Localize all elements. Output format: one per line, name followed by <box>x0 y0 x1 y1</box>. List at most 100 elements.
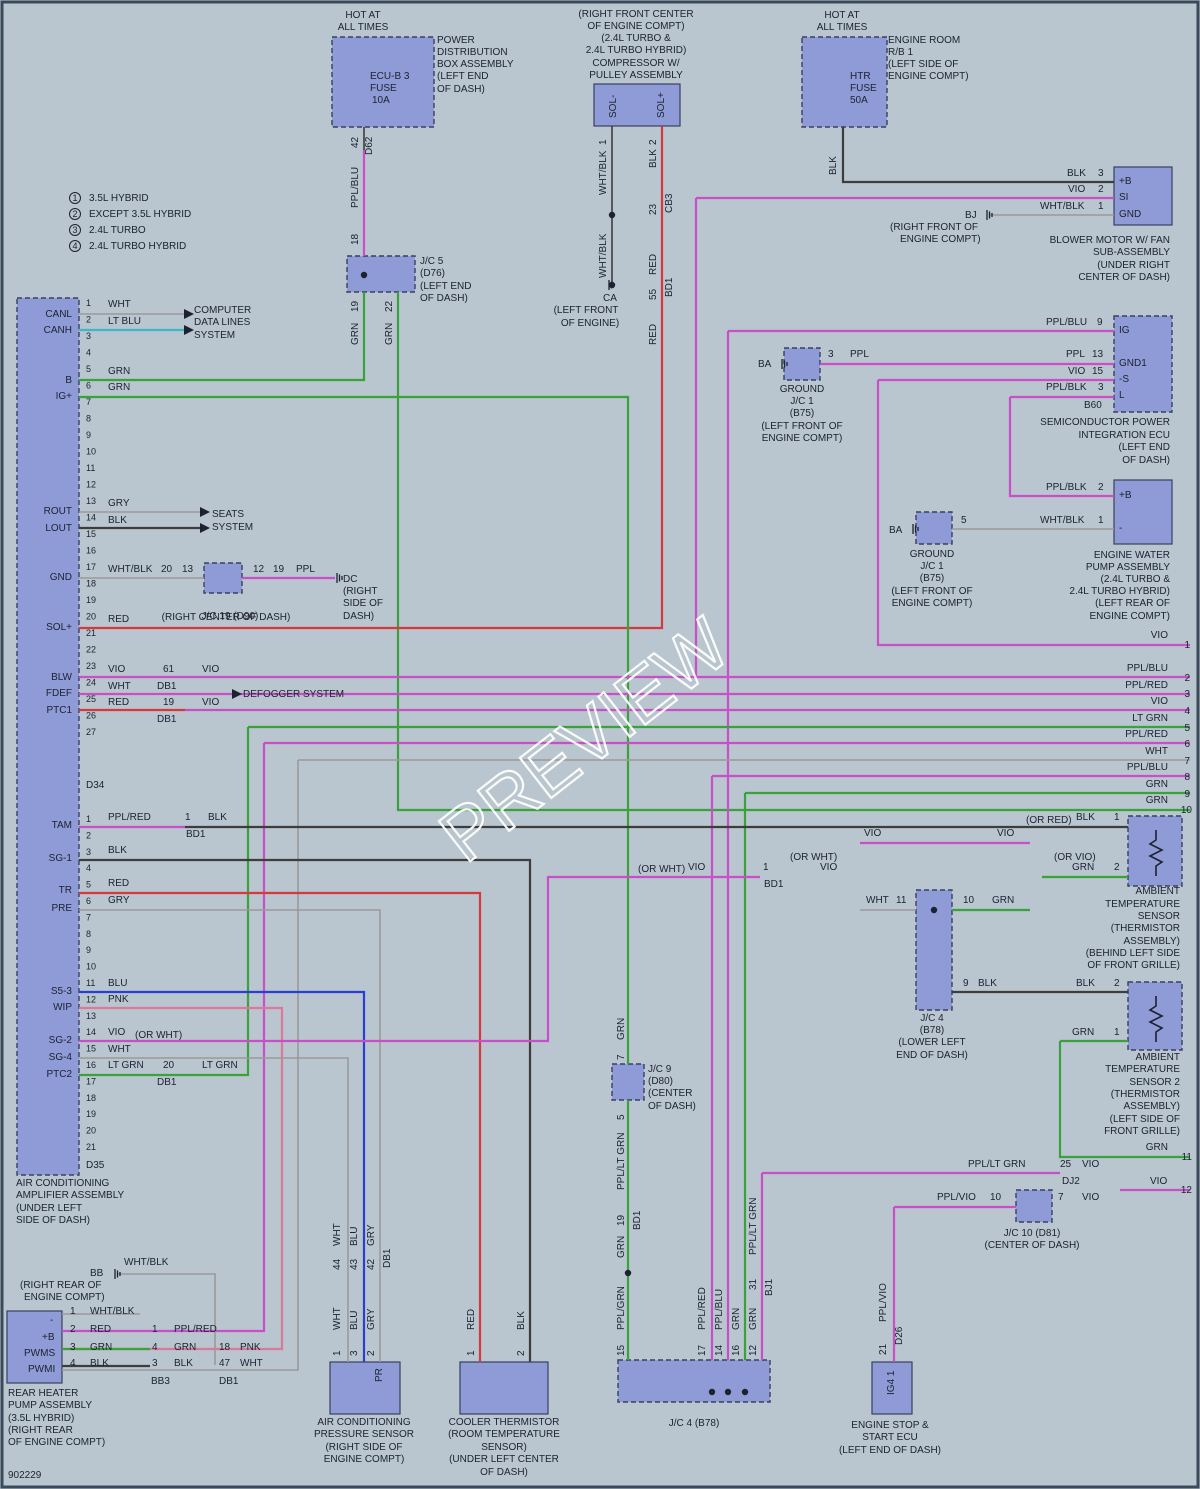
ambient-sensor-box <box>1127 815 1183 887</box>
label-wp6: ENGINE COMPT) <box>1089 611 1170 622</box>
label-as3: SENSOR 2 <box>1129 1077 1180 1088</box>
label-n2s: 2 <box>1114 978 1120 989</box>
label-w22: WHT <box>108 681 131 692</box>
label-n3p: 3 <box>349 1350 360 1356</box>
label-db1p: DB1 <box>382 1248 393 1268</box>
amp-pin: 19 <box>86 595 96 605</box>
jc19-box <box>203 562 243 594</box>
label-ecub1: ECU-B 3 <box>370 71 410 82</box>
label-n1bd: 1 <box>763 862 769 873</box>
label-sc3: (LEFT END <box>1119 442 1171 453</box>
label-bd1bd: BD1 <box>764 879 784 890</box>
label-ewp1n: 2 <box>1098 482 1104 493</box>
label-r12n: 12 <box>1181 1185 1193 1196</box>
label-ptc1: PTC1 <box>46 705 72 716</box>
label-prp: PR <box>374 1368 385 1382</box>
label-orwht2: (OR WHT) <box>638 864 685 875</box>
label-g2b: J/C 1 <box>920 561 944 572</box>
amp-pin: 22 <box>86 645 96 655</box>
label-rh4: (RIGHT REAR <box>8 1425 73 1436</box>
amp-pin: 12 <box>86 480 96 490</box>
label-bl8: SI <box>1119 192 1128 203</box>
label-cl3: SYSTEM <box>194 330 235 341</box>
label-aca1: AIR CONDITIONING <box>16 1178 110 1189</box>
label-rout: ROUT <box>44 506 72 517</box>
label-pnkr: PNK <box>240 1342 261 1353</box>
label-sp2: PPL <box>1066 349 1085 360</box>
label-n31: 31 <box>748 1278 759 1290</box>
label-n12: 12 <box>253 564 265 575</box>
amp-pin: 14 <box>86 513 96 523</box>
ground-icon <box>986 210 993 220</box>
blower-motor-box <box>1113 166 1173 226</box>
label-aca3: (UNDER LEFT <box>16 1203 82 1214</box>
label-n16: 16 <box>731 1344 742 1356</box>
label-acp3: (RIGHT SIDE OF <box>325 1442 402 1453</box>
label-htr1: HTR <box>850 71 871 82</box>
label-n20: 20 <box>161 564 173 575</box>
label-sol: SOL- <box>608 95 619 118</box>
label-bl4: 2 <box>1098 184 1104 195</box>
semiconductor-ecu-box <box>1113 315 1173 413</box>
label-jc5a: J/C 5 <box>420 256 444 267</box>
splice-dot <box>608 211 616 219</box>
label-orwht3: (OR WHT) <box>790 852 837 863</box>
label-jc5d: OF DASH) <box>420 293 468 304</box>
label-g1d: (LEFT FRONT OF <box>761 421 842 432</box>
label-c22a: 22 <box>384 300 395 312</box>
cooler-thermistor-box <box>459 1361 549 1415</box>
amp-pin: 18 <box>86 579 96 589</box>
wire-grn-ig <box>79 395 630 1064</box>
label-w15t: WHT <box>108 1044 131 1055</box>
label-n4r: 4 <box>70 1358 76 1369</box>
compressor-box <box>593 83 681 127</box>
label-tam: TAM <box>52 820 72 831</box>
label-cpplblu: PPL/BLU <box>350 167 361 208</box>
label-cgrn1: GRN <box>350 323 361 345</box>
thermistor-symbol-2 <box>1148 996 1164 1042</box>
label-pplred4: PPL/RED <box>697 1287 708 1330</box>
label-jc19: J/C 19 (D90) <box>202 611 259 622</box>
splice-dot <box>741 1388 749 1396</box>
amp-pin: 1 <box>86 298 91 308</box>
label-bj1c: BJ1 <box>764 1278 775 1296</box>
label-orwht1: (OR WHT) <box>135 1030 182 1041</box>
label-sp7: -S <box>1119 374 1129 385</box>
label-n21: 21 <box>878 1343 889 1355</box>
label-d34: D34 <box>86 780 105 791</box>
amp-pin: 9 <box>86 430 91 440</box>
label-n44: 44 <box>332 1258 343 1270</box>
label-ct2: (ROOM TEMPERATURE <box>448 1429 560 1440</box>
preview-watermark: PREVIEW <box>424 602 744 878</box>
amp-pin: 15 <box>86 529 96 539</box>
label-r9: GRN <box>1146 779 1168 790</box>
label-bl5: WHT/BLK <box>1040 201 1085 212</box>
label-as4: (THERMISTOR <box>1111 1089 1180 1100</box>
label-sp4: PPL/BLK <box>1046 382 1087 393</box>
figure-id: 902229 <box>8 1470 42 1481</box>
label-db1c: DB1 <box>157 1077 177 1088</box>
wire-grn-r11 <box>1058 1041 1190 1159</box>
thermistor-symbol-1 <box>1148 830 1164 876</box>
amp-pin: 26 <box>86 711 96 721</box>
arrow-icon <box>184 309 194 319</box>
label-n2am: 2 <box>1114 862 1120 873</box>
label-bl1: BLK <box>1067 168 1086 179</box>
label-ct4: (UNDER LEFT CENTER <box>449 1454 559 1465</box>
label-n47r: 47 <box>219 1358 231 1369</box>
label-grnr2: GRN <box>174 1342 196 1353</box>
label-w6t: GRY <box>108 895 130 906</box>
label-grnam: GRN <box>1072 862 1094 873</box>
pressure-sensor-box <box>329 1361 401 1415</box>
wire-red-sol-plus <box>79 126 664 630</box>
label-pd3: BOX ASSEMBLY <box>437 59 514 70</box>
amp-pin: 11 <box>86 978 95 988</box>
splice-dot <box>624 1269 632 1277</box>
label-pplvio: PPL/VIO <box>937 1192 976 1203</box>
jc9-box <box>611 1063 645 1101</box>
label-n11: 11 <box>896 895 907 906</box>
legend-circle-4 <box>69 240 81 252</box>
label-at1: AMBIENT <box>1136 886 1180 897</box>
label-d35: D35 <box>86 1160 105 1171</box>
